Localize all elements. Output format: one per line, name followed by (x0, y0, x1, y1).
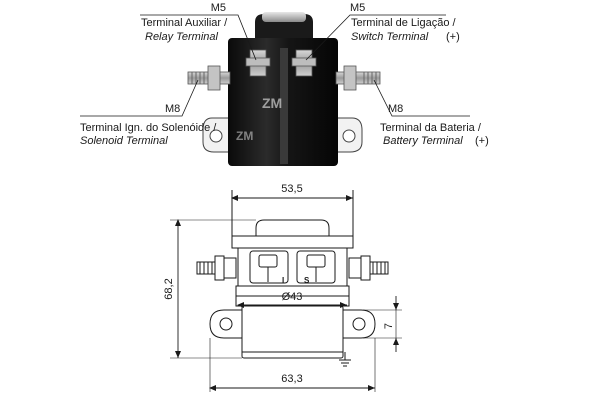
switch-terminal-size: M5 (350, 2, 365, 14)
switch-terminal-stud (291, 49, 317, 77)
technical-drawing (196, 190, 389, 367)
battery-terminal-label-pt: Terminal da Bateria / (380, 122, 482, 134)
dim-diameter: Ø43 (237, 291, 347, 308)
relay-terminal-size: M5 (211, 2, 226, 14)
solenoid-terminal-label-en: Solenoid Terminal (80, 135, 168, 147)
dim-top-width: 53,5 (231, 183, 353, 201)
dim-base-width-value: 63,3 (281, 373, 302, 385)
dim-top-width-value: 53,5 (281, 183, 302, 195)
switch-terminal-polarity: (+) (446, 31, 460, 43)
solenoid-photo: ZM ZM (187, 12, 381, 166)
dim-diameter-value: Ø43 (282, 291, 303, 303)
brand-mark-lower: ZM (236, 129, 253, 143)
battery-terminal-label-en: Battery Terminal (383, 135, 463, 147)
dim-flange-value: 7 (383, 323, 395, 329)
dim-height: 68,2 (163, 219, 256, 359)
relay-terminal-stud (245, 49, 271, 77)
dim-base-width: 63,3 (209, 338, 376, 392)
switch-terminal-label-pt: Terminal de Ligação / (351, 17, 457, 29)
photo-leader-lines (80, 14, 470, 117)
bracket-hole-right-icon (342, 129, 356, 143)
relay-terminal-label-en: Relay Terminal (145, 31, 219, 43)
switch-terminal-label-en: Switch Terminal (351, 31, 429, 43)
brand-mark: ZM (262, 95, 282, 111)
terminal-mark-i: I (282, 276, 284, 285)
solenoid-terminal-size: M8 (165, 103, 180, 115)
dim-flange: 7 (363, 296, 402, 352)
dim-height-value: 68,2 (163, 278, 175, 299)
solenoid-terminal-label-pt: Terminal Ign. do Solenóide / (80, 122, 217, 134)
bracket-hole-left-icon (209, 129, 223, 143)
battery-terminal-size: M8 (388, 103, 403, 115)
battery-terminal-stud (335, 65, 381, 91)
battery-terminal-polarity: (+) (475, 135, 489, 147)
terminal-mark-s: S (304, 276, 310, 285)
relay-terminal-label-pt: Terminal Auxiliar / (141, 17, 228, 29)
solenoid-terminal-stud (187, 65, 231, 91)
